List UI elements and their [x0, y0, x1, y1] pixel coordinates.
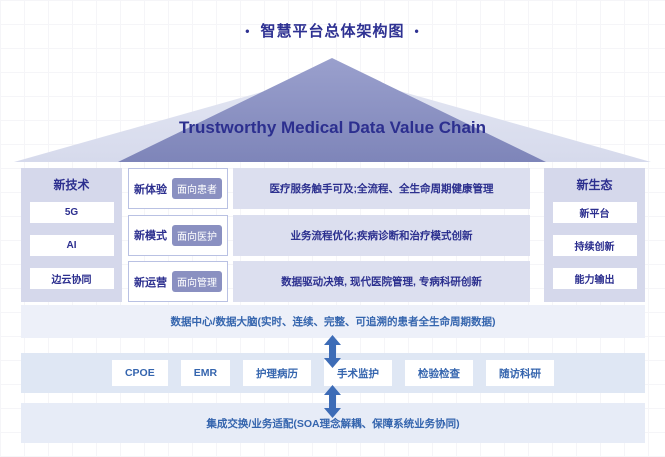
row-badge: 面向患者: [172, 178, 222, 199]
integration-layer-text: 集成交换/业务适配(SOA理念解耦、保障系统业务协同): [206, 417, 460, 430]
row-label-box: 新模式 面向医护: [128, 214, 228, 256]
row-new-operation: 新运营 面向管理 数据驱动决策, 现代医院管理, 专病科研创新: [128, 261, 530, 302]
row-new-experience: 新体验 面向患者 医疗服务触手可及;全流程、全生命周期健康管理: [128, 168, 530, 209]
panel-new-ecosystem: 新生态 新平台 持续创新 能力输出: [544, 168, 645, 302]
panel-item-new-platform: 新平台: [552, 202, 637, 223]
panel-item-edge-cloud: 边云协同: [29, 268, 114, 289]
row-badge: 面向管理: [172, 271, 222, 292]
row-label-box: 新体验 面向患者: [128, 168, 228, 209]
page-title-text: 智慧平台总体架构图: [260, 23, 405, 40]
panel-new-technology: 新技术 5G AI 边云协同: [21, 168, 122, 302]
panel-new-technology-header: 新技术: [53, 178, 90, 192]
title-bullet-left: •: [245, 24, 251, 38]
row-description: 医疗服务触手可及;全流程、全生命周期健康管理: [233, 168, 530, 209]
row-label-text: 新模式: [134, 230, 167, 242]
row-new-mode: 新模式 面向医护 业务流程优化;疾病诊断和治疗模式创新: [128, 214, 530, 256]
system-box-cpoe: CPOE: [111, 360, 168, 386]
panel-item-capability-output: 能力输出: [552, 268, 637, 289]
row-label-text: 新运营: [134, 276, 167, 289]
roof-banner-text: Trustworthy Medical Data Value Chain: [178, 118, 487, 137]
system-box-followup-research: 随访科研: [486, 360, 555, 386]
double-arrow-icon: [324, 335, 341, 368]
title-bullet-right: •: [414, 24, 420, 38]
row-description: 业务流程优化;疾病诊断和治疗模式创新: [233, 214, 530, 256]
row-badge: 面向医护: [172, 224, 222, 246]
system-box-emr: EMR: [180, 360, 231, 386]
panel-item-5g: 5G: [29, 202, 114, 223]
double-arrow-icon: [324, 385, 341, 418]
row-label-text: 新体验: [134, 183, 167, 196]
panel-item-continuous-innovation: 持续创新: [552, 235, 637, 256]
row-description: 数据驱动决策, 现代医院管理, 专病科研创新: [233, 261, 530, 302]
data-center-layer-bar: 数据中心/数据大脑(实时、连续、完整、可追溯的患者全生命周期数据): [21, 305, 645, 338]
roof-inner-triangle: [118, 58, 546, 162]
page-title: • 智慧平台总体架构图 •: [0, 20, 665, 41]
system-box-nursing-record: 护理病历: [243, 360, 312, 386]
row-label-box: 新运营 面向管理: [128, 261, 228, 302]
system-box-lab-exam: 检验检查: [405, 360, 474, 386]
panel-new-ecosystem-header: 新生态: [576, 178, 613, 192]
value-rows: 新体验 面向患者 医疗服务触手可及;全流程、全生命周期健康管理 新模式 面向医护…: [128, 168, 530, 302]
data-center-layer-text: 数据中心/数据大脑(实时、连续、完整、可追溯的患者全生命周期数据): [170, 316, 496, 328]
panel-item-ai: AI: [29, 235, 114, 256]
integration-layer-bar: 集成交换/业务适配(SOA理念解耦、保障系统业务协同): [21, 403, 645, 443]
